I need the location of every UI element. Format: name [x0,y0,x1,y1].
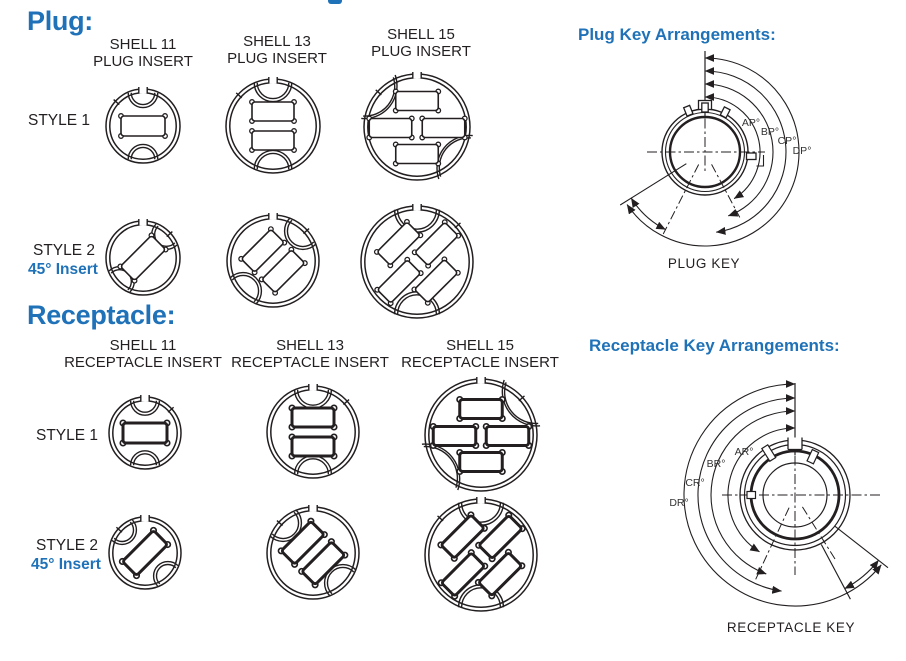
receptacle-insert-shell13-style1 [266,384,360,479]
receptacle-style2-sublabel: 45° Insert [31,556,101,573]
receptacle-col-header-shell13: SHELL 13 RECEPTACLE INSERT [231,337,389,371]
plug-angle-cp: CP° [777,135,797,147]
receptacle-insert-shell11-style2 [108,515,182,590]
receptacle-angle-ar: AR° [734,446,754,458]
plug-style1-label: STYLE 1 [28,112,91,129]
receptacle-key-diagram [683,380,889,607]
shell-label: SHELL 11 [109,36,177,53]
plug-insert-shell13-style1 [225,77,321,174]
receptacle-angle-br: BR° [706,458,726,470]
insert-label: RECEPTACLE INSERT [401,354,559,371]
insert-label: PLUG INSERT [93,53,193,70]
plug-key-diagram [619,51,800,247]
receptacle-col-header-shell15: SHELL 15 RECEPTACLE INSERT [401,337,559,371]
shell-label: SHELL 15 [387,26,455,43]
receptacle-angle-dr: DR° [669,497,689,509]
plug-angle-dp: DP° [792,145,812,157]
plug-insert-shell11-style2 [105,219,181,296]
insert-label: RECEPTACLE INSERT [64,354,222,371]
plug-insert-shell15-style2 [360,204,474,319]
shell-label: SHELL 15 [446,337,514,354]
insert-label: RECEPTACLE INSERT [231,354,389,371]
insert-label: PLUG INSERT [371,43,471,60]
shell-label: SHELL 13 [243,33,311,50]
receptacle-style2-label: STYLE 2 [36,537,99,554]
plug-col-header-shell15: SHELL 15 PLUG INSERT [371,26,471,60]
shell-label: SHELL 11 [109,337,177,354]
receptacle-insert-shell11-style1 [108,395,182,470]
receptacle-insert-shell15-style1 [421,377,541,492]
receptacle-col-header-shell11: SHELL 11 RECEPTACLE INSERT [64,337,222,371]
plug-insert-shell15-style1 [361,72,473,181]
insert-label: PLUG INSERT [227,50,327,67]
plug-angle-bp: BP° [760,126,780,138]
receptacle-heading: Receptacle: [27,300,176,330]
plug-col-header-shell11: SHELL 11 PLUG INSERT [93,36,193,70]
plug-angle-ap: AP° [741,117,761,129]
receptacle-key-title: Receptacle Key Arrangements: [589,336,840,355]
receptacle-key-caption: RECEPTACLE KEY [726,620,856,635]
plug-key-caption: PLUG KEY [667,256,741,271]
plug-heading: Plug: [27,6,93,36]
cropped-heading-fragment [328,0,342,4]
receptacle-insert-shell15-style2 [424,497,538,612]
plug-style2-sublabel: 45° Insert [28,261,98,278]
receptacle-insert-shell13-style2 [266,505,360,600]
receptacle-angle-cr: CR° [685,477,705,489]
receptacle-style1-label: STYLE 1 [36,427,99,444]
shell-label: SHELL 13 [276,337,344,354]
plug-insert-shell11-style1 [105,87,181,164]
plug-style2-label: STYLE 2 [33,242,96,259]
plug-insert-shell13-style2 [226,213,320,308]
plug-key-title: Plug Key Arrangements: [578,25,776,44]
plug-col-header-shell13: SHELL 13 PLUG INSERT [227,33,327,67]
